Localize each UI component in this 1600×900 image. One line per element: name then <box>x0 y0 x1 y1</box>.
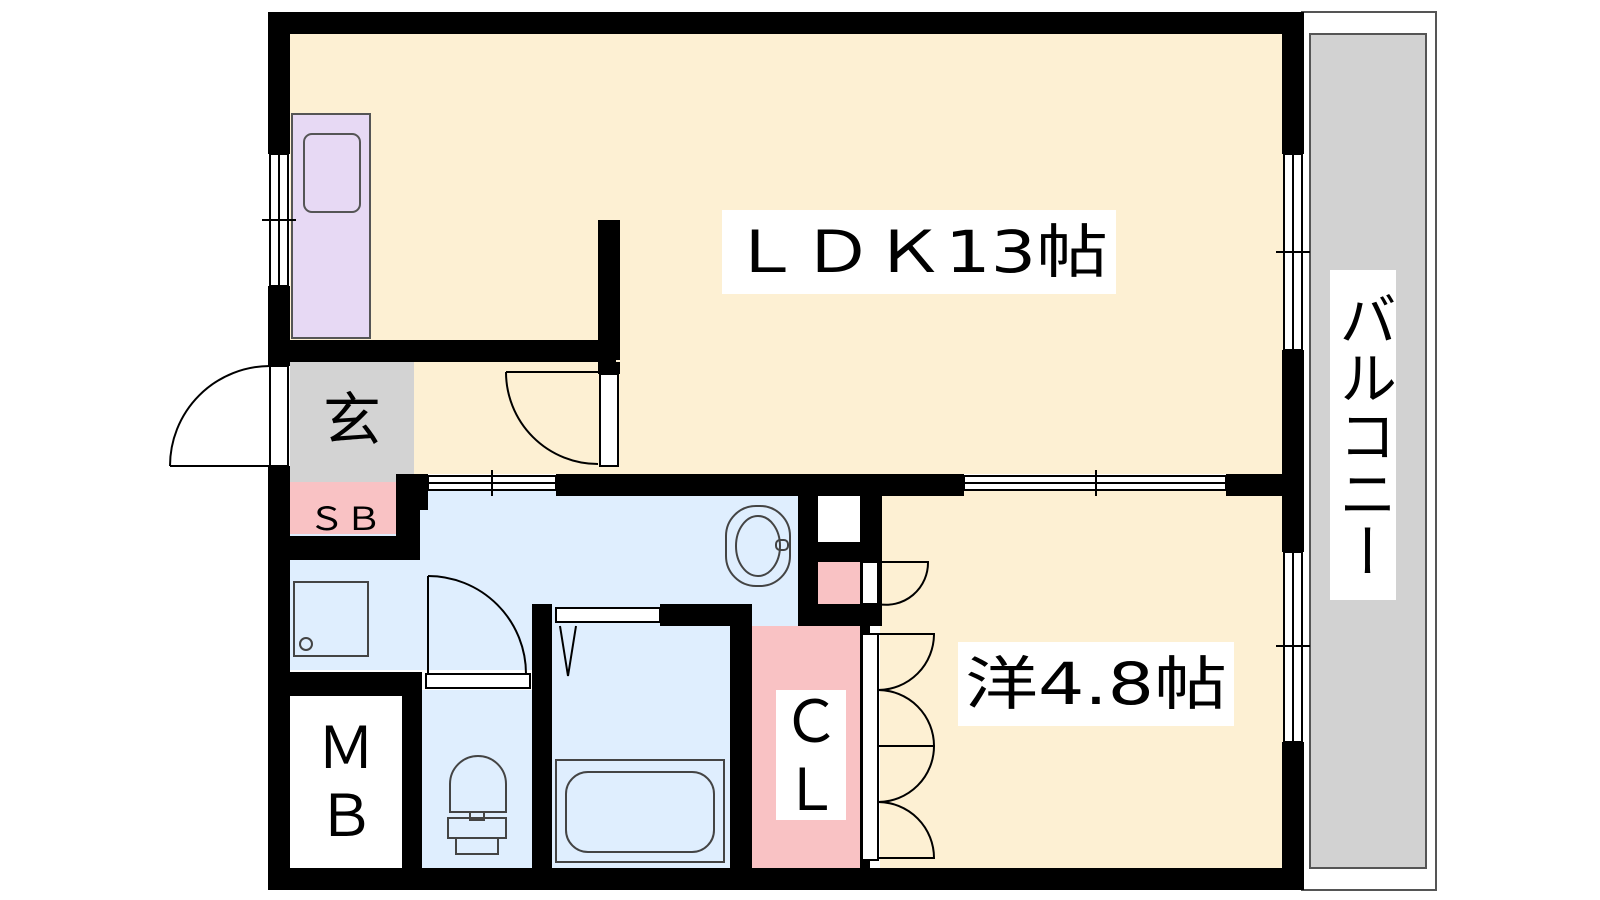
meter-box-floor <box>290 696 402 868</box>
ldk-label: ＬＤＫ13帖 <box>730 218 1108 286</box>
doors <box>169 365 936 861</box>
washbasin <box>725 505 791 587</box>
bathtub <box>555 759 725 863</box>
washroom-door[interactable] <box>425 575 531 689</box>
western-room-label: 洋4.8帖 <box>965 650 1227 718</box>
storage-box <box>818 496 860 542</box>
balcony <box>1301 11 1437 891</box>
toilet <box>447 755 507 855</box>
fixtures <box>293 505 791 863</box>
windows <box>262 153 1310 743</box>
shoe-box-label: ＳＢ <box>308 500 382 538</box>
bathroom-floor <box>552 622 730 868</box>
washing-machine-space <box>293 581 369 657</box>
entrance-floor <box>290 362 414 482</box>
entrance-door[interactable] <box>169 365 289 467</box>
closet-label-c: Ｃ <box>782 688 840 756</box>
closet-doors[interactable] <box>861 633 936 861</box>
small-storage-floor <box>818 562 860 604</box>
labels: ＬＤＫ13帖 洋4.8帖 玄 ＳＢ Ｃ Ｌ Ｍ Ｂ バルコニー <box>308 210 1397 850</box>
meter-box-label-b: Ｂ <box>317 782 375 850</box>
meter-box-label-m: Ｍ <box>317 714 375 782</box>
closet-label-l: Ｌ <box>782 756 840 824</box>
kitchen-counter <box>291 113 371 339</box>
bathroom-door[interactable] <box>559 625 577 677</box>
shoe-box-floor <box>290 482 396 534</box>
balcony-label: バルコニー <box>1329 290 1397 580</box>
storage-door[interactable] <box>861 561 930 606</box>
walls <box>268 12 1304 890</box>
entrance-label: 玄 <box>323 386 381 454</box>
ldk-door[interactable] <box>505 371 619 467</box>
